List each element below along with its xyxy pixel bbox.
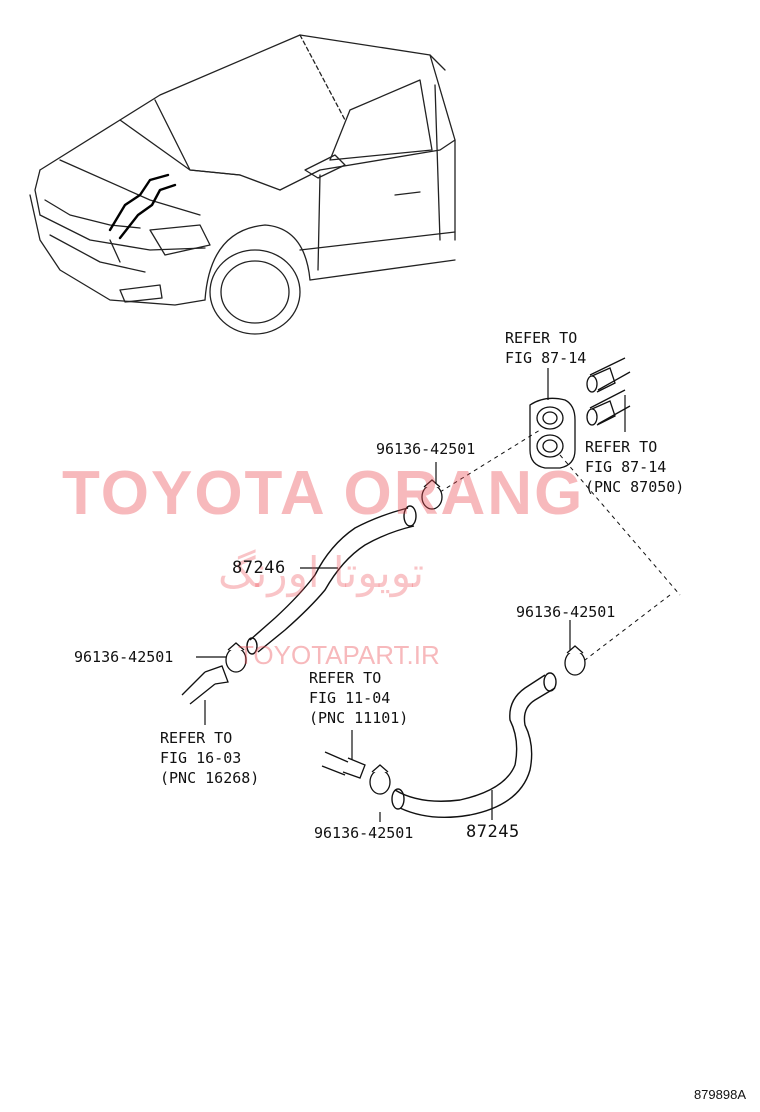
car-illustration xyxy=(29,34,456,335)
hose-location-indicator xyxy=(108,173,177,240)
pipe-left xyxy=(181,665,229,705)
clamp-bottom xyxy=(369,764,391,795)
hose-87245 xyxy=(391,672,557,819)
label-refer-fig-11-04: REFER TO FIG 11-04 (PNC 11101) xyxy=(309,669,409,727)
watermark-url: TOYOTAPART.IR xyxy=(238,640,440,670)
label-clamp-bottom: 96136-42501 xyxy=(314,824,414,842)
heater-pipes xyxy=(586,357,631,426)
label-hose-87246: 87246 xyxy=(232,558,286,578)
watermark-brand: TOYOTA ORANG xyxy=(62,459,585,528)
label-clamp-top: 96136-42501 xyxy=(376,440,476,458)
diagram-code: 879898A xyxy=(693,1087,746,1102)
label-refer-fig-87-14-right: REFER TO FIG 87-14 (PNC 87050) xyxy=(585,438,685,496)
clamp-top xyxy=(421,479,443,510)
grommet-block xyxy=(529,397,576,469)
pipe-middle xyxy=(321,751,366,779)
connection-dashes xyxy=(439,429,681,661)
hose-clamps xyxy=(225,479,586,795)
label-clamp-right: 96136-42501 xyxy=(516,603,616,621)
clamp-left xyxy=(225,642,247,673)
label-clamp-left: 96136-42501 xyxy=(74,648,174,666)
label-refer-fig-87-14-top: REFER TO FIG 87-14 xyxy=(505,329,587,367)
hose-87246 xyxy=(246,505,417,655)
label-refer-fig-16-03: REFER TO FIG 16-03 (PNC 16268) xyxy=(160,729,260,787)
watermark-persian: تویوتا اورنگ xyxy=(218,548,425,597)
label-hose-87245: 87245 xyxy=(466,822,520,842)
clamp-right xyxy=(564,645,586,676)
